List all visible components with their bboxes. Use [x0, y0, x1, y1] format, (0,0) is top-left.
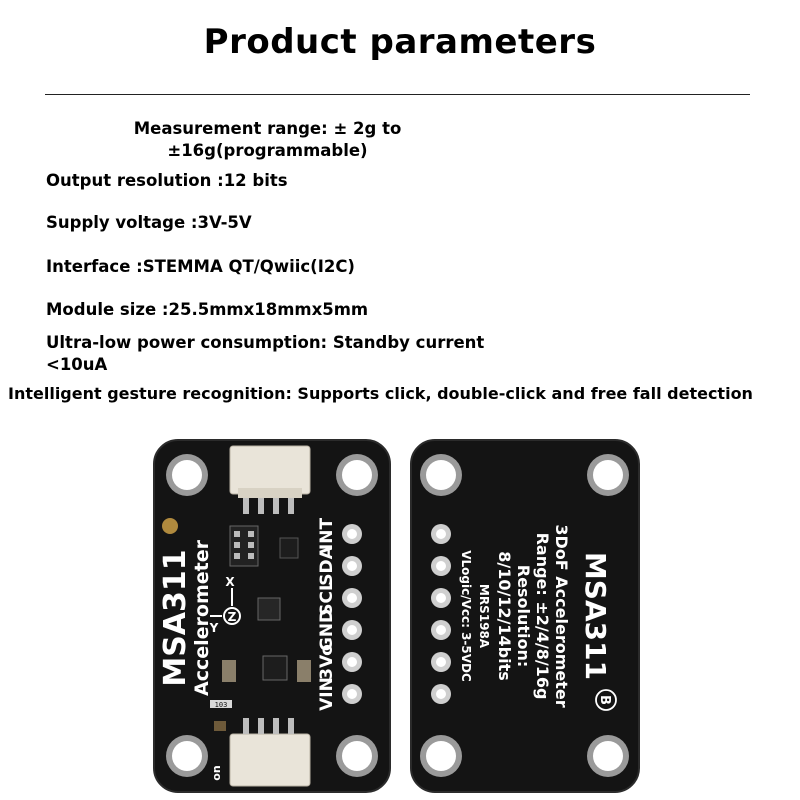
- spec-measurement-range-line2: ±16g(programmable): [167, 141, 368, 160]
- title-divider: [45, 94, 750, 95]
- spec-measurement-range-line1: Measurement range: ± 2g to: [133, 119, 402, 138]
- front-board-name: MSA311: [158, 549, 193, 686]
- pin-holes-back: [431, 524, 451, 704]
- mounting-holes-back: [420, 454, 629, 777]
- transistor-chip: [279, 537, 299, 559]
- stemma-connector-top: [229, 445, 311, 514]
- back-line-part-number: MRS198A: [477, 584, 491, 649]
- pin-holes-front: [342, 524, 362, 704]
- spec-power-consumption-line1: Ultra-low power consumption: Standby cur…: [46, 333, 485, 352]
- axis-y-label: Y: [209, 621, 219, 635]
- page-title: Product parameters: [203, 22, 597, 62]
- spec-module-size: Module size :25.5mmx18mmx5mm: [46, 300, 369, 319]
- capacitor: [297, 660, 311, 682]
- axis-indicator: Z X Y: [209, 575, 241, 635]
- pin-label-3vo: 3Vo: [317, 644, 337, 680]
- back-line-resolution: Resolution:: [514, 565, 533, 667]
- spec-interface: Interface :STEMMA QT/Qwiic(I2C): [46, 257, 355, 276]
- revision-badge-label: B: [597, 695, 612, 705]
- pin-label-gnd: GND: [317, 609, 337, 651]
- pcb-back: MSA311 3DoF Accelerometer Range: ±2/4/8/…: [410, 439, 640, 793]
- product-photo: INT SDA SCL GND 3Vo VIN MSA311 Accelerom…: [0, 430, 800, 800]
- gold-pad: [162, 518, 178, 534]
- spec-output-resolution: Output resolution :12 bits: [46, 171, 288, 190]
- pin-label-scl: SCL: [317, 580, 337, 616]
- stemma-connector-bottom: [229, 718, 311, 787]
- back-line-vlogic: VLogic/Vcc: 3-5VDC: [459, 550, 473, 682]
- pin-label-int: INT: [317, 518, 337, 551]
- pin-label-sda: SDA: [317, 545, 337, 585]
- mounting-holes-front: [166, 454, 378, 777]
- led: [214, 721, 226, 731]
- pin-label-vin: VIN: [317, 677, 337, 711]
- spec-gesture-recognition: Intelligent gesture recognition: Support…: [8, 384, 753, 403]
- pcb-front: INT SDA SCL GND 3Vo VIN MSA311 Accelerom…: [153, 439, 391, 793]
- back-line-3dof: 3DoF Accelerometer: [552, 524, 571, 707]
- msa311-sensor-chip: [257, 597, 281, 621]
- back-line-range: Range: ±2/4/8/16g: [533, 533, 552, 700]
- resistor: [210, 700, 232, 708]
- axis-x-label: X: [225, 575, 235, 589]
- front-board-subtitle: Accelerometer: [191, 539, 213, 696]
- back-line-bits: 8/10/12/14bits: [495, 551, 514, 681]
- revision-badge: B: [595, 689, 617, 711]
- back-board-name: MSA311: [579, 552, 612, 680]
- regulator-chip: [262, 655, 288, 681]
- spec-supply-voltage: Supply voltage :3V-5V: [46, 213, 252, 232]
- axis-z-label: Z: [228, 610, 237, 624]
- spec-power-consumption-line2: <10uA: [46, 355, 108, 374]
- resistor-code: 103: [215, 701, 228, 709]
- spec-power-consumption: Ultra-low power consumption: Standby cur…: [46, 332, 484, 376]
- capacitor: [222, 660, 236, 682]
- spec-measurement-range: Measurement range: ± 2g to ±16g(programm…: [105, 118, 430, 162]
- jumper-label-on: on: [210, 765, 223, 780]
